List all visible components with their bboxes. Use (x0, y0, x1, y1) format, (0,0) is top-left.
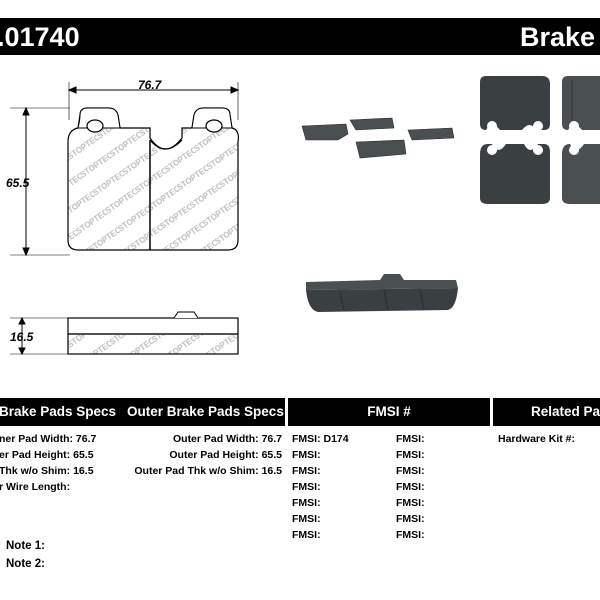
related-parts-header: Related Par (493, 398, 600, 426)
inner-specs-title: Brake Pads Specs (0, 404, 117, 419)
spec-label: Outer Pad Thk w/o Shim: (134, 465, 259, 477)
fmsi-row: FMSI: (396, 496, 425, 510)
thickness-dimension-label: 16.5 (10, 330, 34, 344)
width-dimension-label: 76.7 (138, 78, 162, 92)
fmsi-row: FMSI: (292, 480, 321, 494)
document-title: Brake F (520, 22, 600, 52)
fmsi-label: FMSI: (396, 433, 425, 445)
fmsi-row: FMSI: (396, 528, 425, 542)
pad-photo-bottom-left (480, 144, 550, 204)
pad-photo-bottom-right (562, 144, 600, 204)
fmsi-label: FMSI: (396, 497, 425, 509)
fmsi-row: FMSI: (396, 448, 425, 462)
fmsi-row: FMSI: (396, 480, 425, 494)
fmsi-label: FMSI: (292, 513, 321, 525)
specs-header: Brake Pads Specs Outer Brake Pads Specs (0, 398, 285, 426)
pad-profile-photo (306, 274, 458, 312)
outer-spec-row: Outer Pad Height: 65.5 (110, 448, 282, 462)
spec-label: r Wire Length: (0, 481, 71, 493)
spec-value: 65.5 (73, 449, 94, 461)
fmsi-row: FMSI: (396, 464, 425, 478)
note-label: Note 1: (6, 540, 45, 552)
thickness-dimension (10, 316, 70, 356)
fmsi-label: FMSI: (292, 497, 321, 509)
inner-spec-row: er Pad Height: 65.5 (0, 448, 94, 462)
fmsi-value: D174 (323, 433, 349, 445)
pad-photo-top-right (562, 76, 600, 131)
pad-front-view (67, 107, 239, 251)
fmsi-label: FMSI: (396, 465, 425, 477)
fmsi-label: FMSI: (396, 513, 425, 525)
fmsi-label: FMSI: (292, 529, 321, 541)
pad-photo-top-left (480, 76, 550, 131)
fmsi-label: FMSI: (396, 481, 425, 493)
fmsi-row: FMSI: (292, 448, 321, 462)
fmsi-row: FMSI: (292, 512, 321, 526)
pad-set-angled-photo (301, 117, 455, 159)
inner-spec-row: Thk w/o Shim: 16.5 (0, 464, 94, 478)
hardware-kit-row: Hardware Kit #: (498, 432, 575, 446)
part-number: .01740 (0, 22, 80, 52)
spec-label: Thk w/o Shim: (0, 465, 71, 477)
related-parts-title: Related Par (531, 404, 600, 419)
fmsi-row: FMSI: (396, 512, 425, 526)
spec-label: er Pad Height: (0, 449, 71, 461)
header-bar: .01740 Brake F (0, 18, 600, 55)
spec-value: 16.5 (261, 465, 282, 477)
fmsi-row: FMSI: (292, 464, 321, 478)
note-label: Note 2: (6, 558, 45, 570)
outer-specs-title: Outer Brake Pads Specs (127, 404, 284, 419)
hardware-kit-label: Hardware Kit #: (498, 433, 576, 445)
pad-side-view (67, 311, 239, 355)
fmsi-label: FMSI: (292, 449, 321, 461)
note-2: Note 2: (6, 558, 45, 570)
spec-value: 76.7 (261, 433, 282, 445)
fmsi-label: FMSI: (292, 481, 321, 493)
height-dimension-label: 65.5 (6, 176, 30, 190)
fmsi-label: FMSI: (292, 433, 321, 445)
fmsi-row: FMSI: (292, 528, 321, 542)
spec-label: Outer Pad Width: (172, 433, 259, 445)
width-dimension (67, 82, 240, 120)
fmsi-row: FMSI: (396, 432, 425, 446)
fmsi-row: FMSI: (292, 496, 321, 510)
fmsi-row: FMSI: D174 (292, 432, 349, 446)
inner-spec-row: r Wire Length: (0, 480, 70, 494)
fmsi-label: FMSI: (396, 529, 425, 541)
fmsi-label: FMSI: (396, 449, 425, 461)
spec-value: 76.7 (75, 433, 97, 445)
note-1: Note 1: (6, 540, 45, 552)
fmsi-title: FMSI # (367, 404, 411, 419)
fmsi-header: FMSI # (288, 398, 490, 426)
spec-label: ner Pad Width: (0, 433, 73, 445)
inner-spec-row: ner Pad Width: 76.7 (0, 432, 96, 446)
outer-spec-row: Outer Pad Thk w/o Shim: 16.5 (110, 464, 282, 478)
spec-value: 16.5 (73, 465, 94, 477)
brake-pad-drawing: STOPTECH (10, 76, 600, 356)
spec-label: Outer Pad Height: (169, 449, 259, 461)
height-dimension (10, 106, 70, 257)
outer-spec-row: Outer Pad Width: 76.7 (110, 432, 282, 446)
fmsi-label: FMSI: (292, 465, 321, 477)
spec-value: 65.5 (261, 449, 282, 461)
